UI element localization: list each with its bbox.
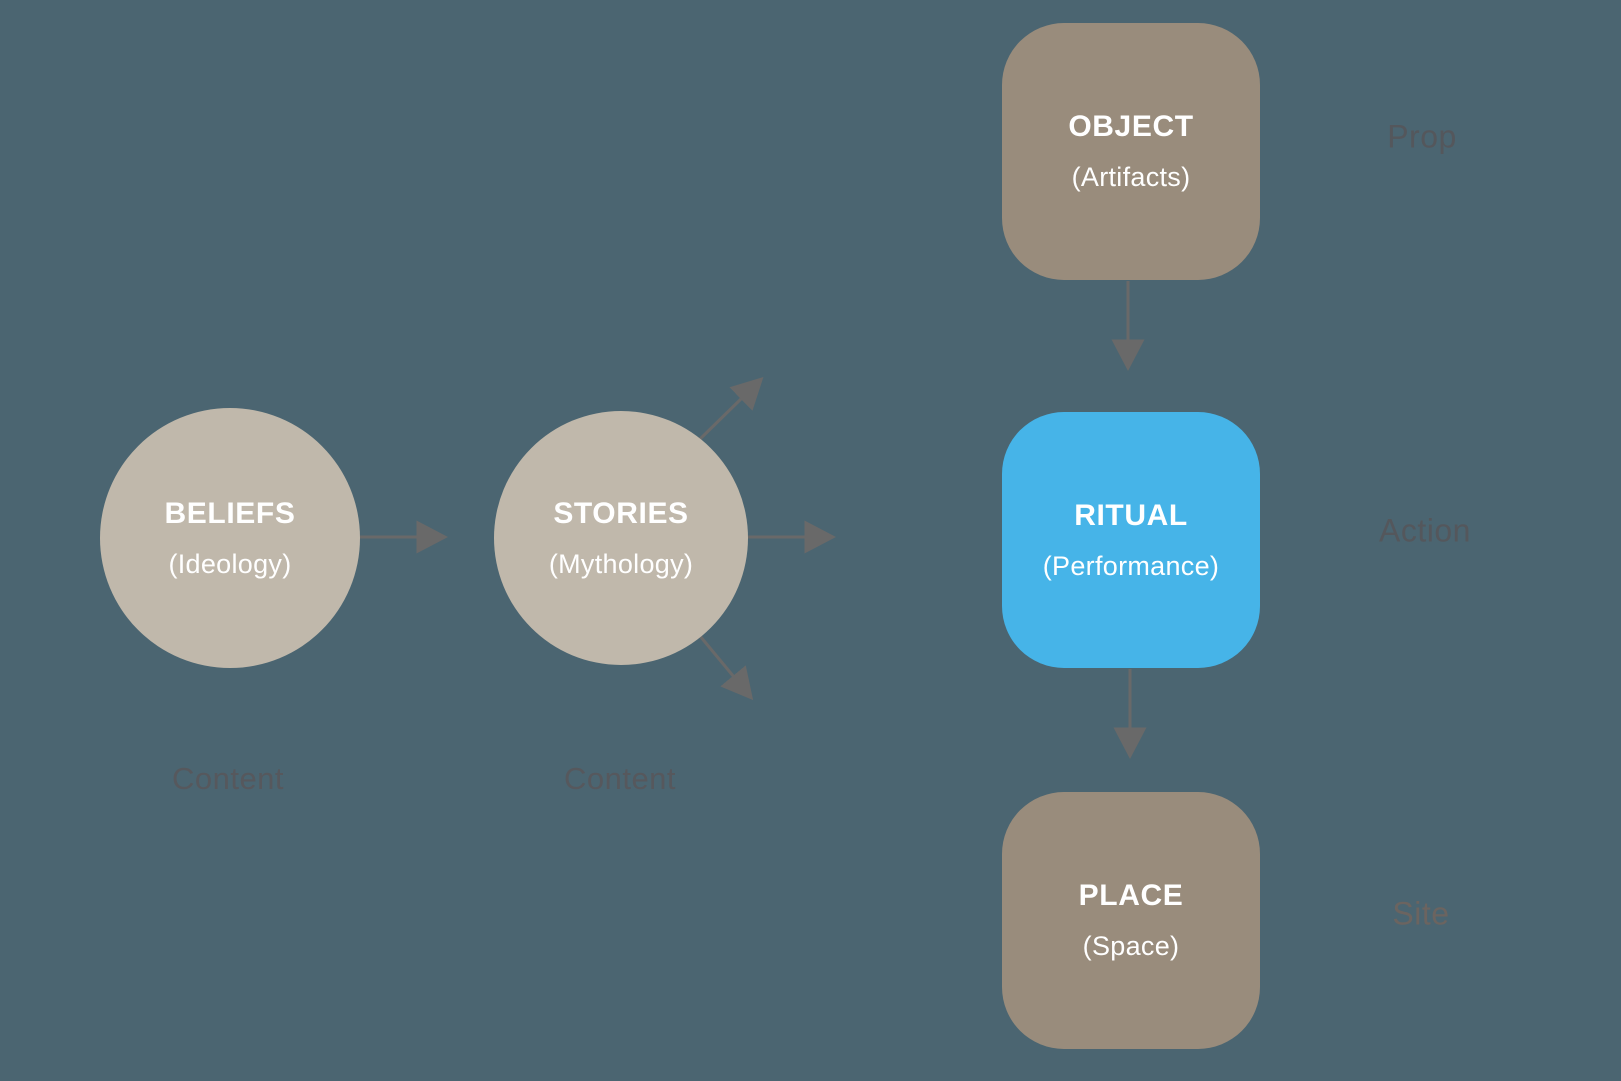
label-content-stories: Content (563, 761, 677, 796)
node-place-subtitle: (Space) (1082, 931, 1180, 961)
arrow-stories-out-downright (698, 635, 754, 701)
label-content-beliefs: Content (171, 761, 285, 796)
node-beliefs-subtitle: (Ideology) (168, 548, 292, 579)
node-ritual-title: RITUAL (1074, 498, 1188, 532)
node-stories-title: STORIES (553, 496, 689, 530)
node-ritual-subtitle: (Performance) (1042, 550, 1220, 581)
node-object: OBJECT (Artifacts) (1002, 23, 1260, 280)
label-prop: Prop (1387, 118, 1457, 155)
node-place-title: PLACE (1078, 879, 1184, 912)
node-stories-subtitle: (Mythology) (548, 548, 694, 579)
node-beliefs-title: BELIEFS (164, 496, 296, 530)
arrow-stories-out-upright (696, 377, 764, 443)
node-ritual: RITUAL (Performance) (1002, 412, 1260, 668)
node-beliefs: BELIEFS (Ideology) (100, 408, 360, 668)
label-site: Site (1392, 895, 1450, 932)
node-stories: STORIES (Mythology) (494, 411, 748, 665)
label-action: Action (1379, 512, 1471, 549)
node-place: PLACE (Space) (1002, 792, 1260, 1049)
node-object-subtitle: (Artifacts) (1071, 162, 1191, 192)
node-object-title: OBJECT (1068, 110, 1194, 143)
